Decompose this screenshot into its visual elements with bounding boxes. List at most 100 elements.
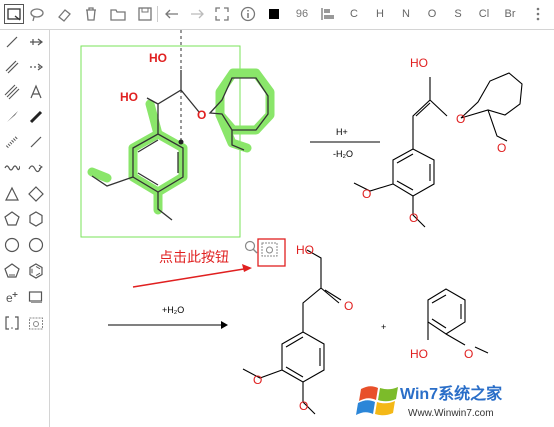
cyclopentadiene-tool[interactable] [3, 262, 21, 280]
atom-n-button[interactable]: N [402, 8, 410, 20]
bracket-icon [5, 316, 19, 330]
camera-icon [29, 317, 43, 330]
selected-molecule[interactable] [91, 70, 269, 221]
label-ho-1: HO [149, 51, 167, 65]
benzene-tool[interactable] [27, 262, 45, 280]
ketone-ho: HO [296, 243, 314, 257]
atom-c-button[interactable]: C [350, 8, 358, 20]
top-reagent-water: -H₂O [333, 149, 353, 159]
info-button[interactable] [238, 4, 258, 24]
rectangle-select-icon [7, 8, 21, 21]
electron-icon: e [6, 291, 18, 305]
triangle-tool[interactable] [3, 185, 21, 203]
triple-bond-icon [4, 84, 20, 100]
double-bond-icon [5, 60, 19, 74]
text-a-icon [30, 84, 42, 99]
heptagon-tool[interactable] [3, 236, 21, 254]
rectangle-tool[interactable] [27, 288, 45, 306]
open-button[interactable] [108, 4, 128, 24]
svg-text:e: e [6, 291, 13, 305]
electron-tool[interactable]: e [3, 288, 21, 306]
diamond-icon [28, 186, 44, 202]
eraser-icon [58, 9, 71, 22]
pentagon-icon [4, 211, 20, 226]
hash-bond-tool[interactable] [3, 133, 21, 151]
annotation-arrowhead [242, 264, 252, 272]
screenshot-tool[interactable] [27, 314, 45, 332]
rotation-center [178, 139, 184, 145]
curved-arrow-icon [28, 164, 43, 173]
bottom-arrowhead [221, 321, 228, 329]
ketone-o-meo1: O [253, 373, 262, 387]
atom-h-button[interactable]: H [376, 8, 384, 20]
atom-s-button[interactable]: S [454, 8, 462, 20]
more-dots-icon [536, 7, 540, 21]
pentagon-tool[interactable] [3, 210, 21, 228]
wedge-bond-tool[interactable] [3, 108, 21, 126]
diamond-tool[interactable] [27, 185, 45, 203]
guaiacol-o-meo: O [464, 347, 473, 361]
ketone-o-meo2: O [299, 399, 308, 413]
atom-br-button[interactable]: Br [504, 8, 516, 20]
bold-bond-icon [29, 110, 43, 124]
dashed-arrow-tool[interactable] [27, 58, 45, 76]
text-tool[interactable] [27, 83, 45, 101]
atom-cl-button[interactable]: Cl [478, 8, 490, 20]
top-product-o-ether: O [456, 112, 465, 126]
bottom-product-guaiacol [427, 288, 489, 354]
expand-icon [215, 7, 229, 21]
top-product-o-meo3: O [409, 211, 418, 225]
redo-icon [191, 9, 204, 19]
double-bond-tool[interactable] [3, 58, 21, 76]
drawing-canvas[interactable]: HO HO O H+ -H₂O HO O O O O 点击此按钮 +H₂O [50, 30, 554, 427]
top-product-o-meo2: O [362, 187, 371, 201]
wedge-bond-icon [7, 111, 18, 122]
color-picker-button[interactable] [264, 4, 284, 24]
select-tool-button[interactable] [4, 4, 24, 24]
wavy-bond-tool[interactable] [3, 158, 21, 176]
atom-o-button[interactable]: O [427, 8, 437, 20]
bold-bond-tool[interactable] [27, 108, 45, 126]
font-size-field[interactable]: 96 [295, 8, 309, 20]
triple-bond-tool[interactable] [3, 83, 21, 101]
capture-button-highlight[interactable] [257, 238, 286, 267]
hash-bond-icon [5, 135, 19, 149]
bottom-product-ketone [242, 249, 342, 415]
watermark-url: Www.Winwin7.com [408, 408, 494, 419]
zoom-icon[interactable] [244, 240, 258, 254]
lasso-tool-button[interactable] [27, 4, 47, 24]
arrow-set-tool[interactable] [27, 33, 45, 51]
hexagon-tool[interactable] [27, 210, 45, 228]
delete-button[interactable] [81, 4, 101, 24]
label-o-ether: O [197, 108, 206, 122]
info-icon [240, 6, 256, 22]
undo-button[interactable] [162, 4, 182, 24]
single-bond-icon [6, 36, 18, 48]
eraser-button[interactable] [54, 4, 74, 24]
color-swatch-icon [269, 9, 279, 19]
undo-icon [165, 9, 178, 19]
guaiacol-ho: HO [410, 347, 428, 361]
lasso-icon [30, 8, 44, 22]
fullscreen-button[interactable] [212, 4, 232, 24]
redo-button[interactable] [187, 4, 207, 24]
top-reagent-acid: H+ [336, 127, 348, 137]
instruction-annotation: 点击此按钮 [159, 250, 229, 266]
top-product-molecule [353, 72, 523, 228]
line-tool[interactable] [27, 133, 45, 151]
align-button[interactable] [318, 4, 338, 24]
single-bond-tool[interactable] [3, 33, 21, 51]
watermark-brand: Win7系统之家 [400, 384, 503, 403]
more-button[interactable] [528, 4, 548, 24]
octagon-tool[interactable] [27, 236, 45, 254]
octagon-icon [28, 237, 44, 253]
dashed-arrow-icon [30, 63, 43, 71]
bracket-tool[interactable] [3, 314, 21, 332]
camera-icon[interactable] [261, 242, 278, 257]
tool-palette: e [0, 30, 50, 427]
save-button[interactable] [135, 4, 155, 24]
line-icon [30, 136, 42, 148]
save-icon [138, 7, 152, 21]
curved-arrow-tool[interactable] [27, 158, 45, 176]
windows-logo-icon [356, 386, 398, 416]
